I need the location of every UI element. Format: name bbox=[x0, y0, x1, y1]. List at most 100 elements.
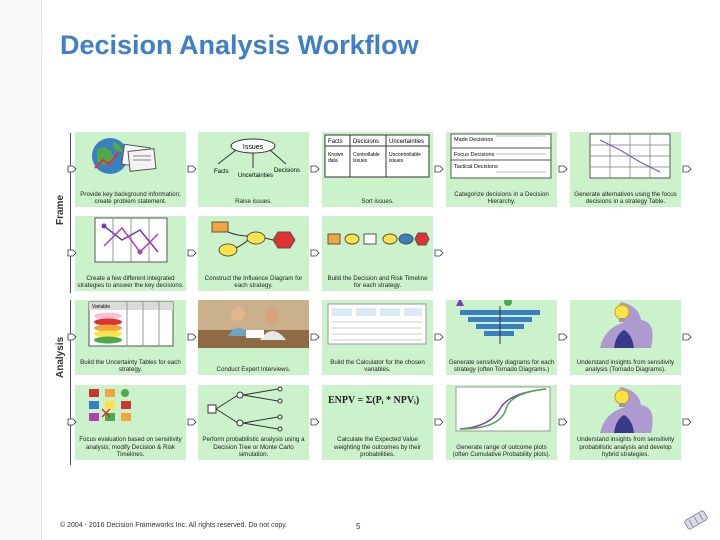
svg-text:Tactical Decisions: Tactical Decisions bbox=[454, 164, 498, 170]
globe-papers-icon bbox=[75, 132, 186, 180]
left-margin bbox=[0, 0, 41, 540]
step-caption: Conduct Expert Interviews. bbox=[200, 366, 307, 373]
insight-lightbulb-icon bbox=[570, 385, 681, 433]
step-card: Conduct Expert Interviews. bbox=[198, 300, 309, 375]
step-card: Generate range of outcome plots (often C… bbox=[446, 385, 557, 460]
flow-arrow-icon bbox=[434, 248, 444, 258]
page-number: 5 bbox=[356, 522, 360, 531]
step-caption: Build the Uncertainty Tables for each st… bbox=[77, 359, 184, 373]
svg-text:Facts: Facts bbox=[328, 139, 343, 145]
svg-text:Uncertainties: Uncertainties bbox=[389, 139, 424, 145]
flow-arrow-icon bbox=[558, 332, 568, 342]
cumulative-plot-icon bbox=[446, 385, 557, 433]
step-card: ENPV = Σ(Pᵢ * NPVᵢ) Calculate the Expecte… bbox=[322, 385, 433, 460]
focus-evaluation-icon bbox=[75, 385, 186, 433]
flow-arrow-icon bbox=[310, 332, 320, 342]
flow-arrow-icon bbox=[558, 164, 568, 174]
svg-text:issues: issues bbox=[389, 158, 404, 164]
uncertainty-table-icon: Variable bbox=[75, 300, 186, 348]
flow-arrow-icon bbox=[682, 332, 692, 342]
step-caption: Generate alternatives using the focus de… bbox=[572, 191, 679, 205]
tornado-diagram-icon bbox=[446, 300, 557, 348]
svg-text:issues: issues bbox=[353, 158, 368, 164]
step-card: Variable Build the Uncertainty Tables fo… bbox=[75, 300, 186, 375]
step-card: Generate sensitivity diagrams for each s… bbox=[446, 300, 557, 375]
step-card: Create a few different integrated strate… bbox=[75, 216, 186, 291]
step-caption: Create a few different integrated strate… bbox=[77, 275, 184, 289]
flow-arrow-icon bbox=[310, 248, 320, 258]
frame-section-line bbox=[70, 133, 71, 293]
page-title: Decision Analysis Workflow bbox=[60, 30, 419, 61]
analysis-section-line bbox=[70, 300, 71, 465]
section-label-frame: Frame bbox=[55, 195, 66, 225]
copyright-footer: © 2004 - 2016 Decision Frameworks Inc. A… bbox=[60, 522, 287, 529]
corner-logo-icon bbox=[678, 505, 714, 535]
svg-text:Made Decisions: Made Decisions bbox=[454, 137, 493, 143]
svg-text:data: data bbox=[328, 158, 338, 164]
flow-arrow-icon bbox=[558, 417, 568, 427]
step-caption: Sort issues. bbox=[324, 198, 431, 205]
strategy-paths-icon bbox=[75, 216, 186, 264]
step-card: Provide key background information; crea… bbox=[75, 132, 186, 207]
svg-text:Variable: Variable bbox=[92, 304, 110, 310]
flow-arrow-icon bbox=[434, 332, 444, 342]
step-card: Build the Decision and Risk Timeline for… bbox=[322, 216, 433, 291]
step-caption: Generate sensitivity diagrams for each s… bbox=[448, 359, 555, 373]
step-card: Understand insights from sensitivity ana… bbox=[570, 300, 681, 375]
expert-interview-photo bbox=[198, 300, 309, 348]
step-card: Made Decisions Focus Decisions Tactical … bbox=[446, 132, 557, 207]
step-caption: Build the Decision and Risk Timeline for… bbox=[324, 275, 431, 289]
step-card: Construct the Influence Diagram for each… bbox=[198, 216, 309, 291]
step-caption: Raise issues. bbox=[200, 198, 307, 205]
step-card: Understand insights from sensitivity pro… bbox=[570, 385, 681, 460]
decision-tree-icon bbox=[198, 385, 309, 433]
flow-arrow-icon bbox=[310, 417, 320, 427]
flow-arrow-icon bbox=[310, 164, 320, 174]
step-caption: Categorize decisions in a Decision Hiera… bbox=[448, 191, 555, 205]
left-divider bbox=[41, 0, 42, 540]
step-caption: Focus evaluation based on sensitivity an… bbox=[77, 436, 184, 458]
flow-arrow-icon bbox=[187, 417, 197, 427]
step-caption: Build the Calculator for the chosen vari… bbox=[324, 359, 431, 373]
section-label-analysis: Analysis bbox=[55, 337, 66, 378]
step-caption: Calculate the Expected Value weighting t… bbox=[324, 436, 431, 458]
step-caption: Provide key background information; crea… bbox=[77, 191, 184, 205]
expected-value-formula-text: ENPV = Σ(Pᵢ * NPVᵢ) bbox=[328, 395, 419, 406]
flow-arrow-icon bbox=[434, 164, 444, 174]
entry-arrow-icon bbox=[67, 417, 77, 427]
influence-diagram-icon bbox=[198, 216, 309, 264]
flow-arrow-icon bbox=[187, 332, 197, 342]
svg-text:Decisions: Decisions bbox=[274, 168, 300, 174]
svg-text:Decisions: Decisions bbox=[353, 139, 379, 145]
flow-arrow-icon bbox=[434, 417, 444, 427]
flow-arrow-icon bbox=[187, 164, 197, 174]
step-caption: Understand insights from sensitivity ana… bbox=[572, 359, 679, 373]
flow-arrow-icon bbox=[187, 248, 197, 258]
step-card: Build the Calculator for the chosen vari… bbox=[322, 300, 433, 375]
svg-text:Facts: Facts bbox=[214, 169, 229, 175]
entry-arrow-icon bbox=[67, 164, 77, 174]
step-caption: Understand insights from sensitivity pro… bbox=[572, 436, 679, 458]
step-caption: Construct the Influence Diagram for each… bbox=[200, 275, 307, 289]
step-caption: Generate range of outcome plots (often C… bbox=[448, 444, 555, 458]
issues-diagram-icon: Issues Facts Uncertainties Decisions bbox=[198, 132, 309, 180]
strategy-table-icon bbox=[570, 132, 681, 180]
entry-arrow-icon bbox=[67, 332, 77, 342]
step-card: Perform probabilistic analysis using a D… bbox=[198, 385, 309, 460]
calculator-icon bbox=[322, 300, 433, 348]
step-card: Generate alternatives using the focus de… bbox=[570, 132, 681, 207]
svg-text:Focus Decisions: Focus Decisions bbox=[454, 152, 495, 158]
entry-arrow-icon bbox=[67, 248, 77, 258]
flow-arrow-icon bbox=[682, 164, 692, 174]
insight-lightbulb-icon bbox=[570, 300, 681, 348]
timeline-icon bbox=[322, 216, 433, 264]
step-card: Focus evaluation based on sensitivity an… bbox=[75, 385, 186, 460]
svg-text:Issues: Issues bbox=[243, 144, 264, 151]
step-caption: Perform probabilistic analysis using a D… bbox=[200, 436, 307, 458]
decision-hierarchy-icon: Made Decisions Focus Decisions Tactical … bbox=[446, 132, 557, 180]
flow-arrow-icon bbox=[682, 417, 692, 427]
expected-value-formula: ENPV = Σ(Pᵢ * NPVᵢ) bbox=[322, 385, 433, 433]
